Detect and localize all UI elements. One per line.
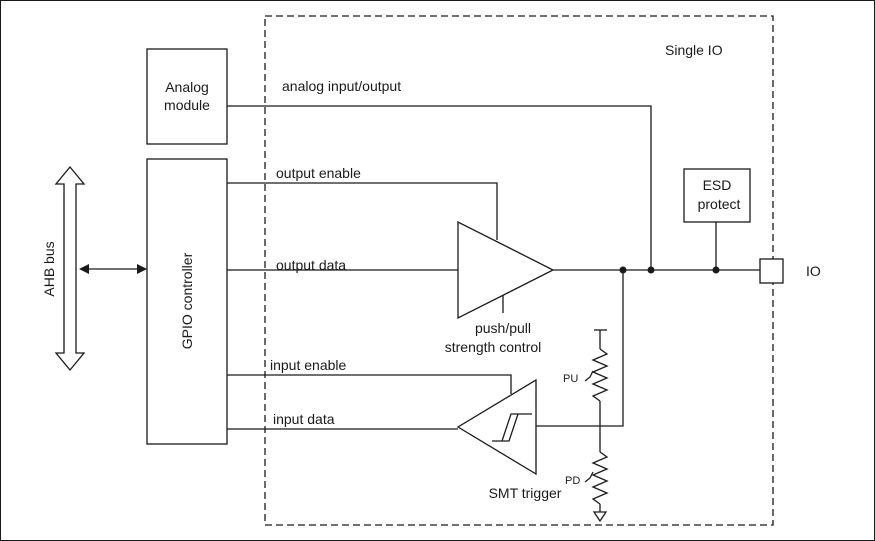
pull-down-resistor [584,426,609,523]
schmitt-trigger [456,378,537,476]
io-pin-label: IO [806,263,821,279]
input-data-label: input data [273,411,335,427]
io-pin [759,258,784,284]
output-enable-label: output enable [276,165,361,181]
gpio-controller-box [146,158,228,445]
output-buffer [457,220,555,320]
pull-up-resistor [584,329,609,426]
push-pull-caption: push/pull [475,320,531,336]
analog-io-line [227,105,652,270]
hysteresis-icon [492,413,532,442]
input-tap-line [536,270,624,427]
gpio-controller-label: GPIO controller [179,252,195,349]
ahb-bus-label: AHB bus [41,241,57,296]
pull-down-label: PD [565,475,580,487]
ahb-gpio-link [79,264,147,274]
single-io-title: Single IO [665,42,723,58]
strength-control-caption: strength control [445,339,542,355]
analog-io-label: analog input/output [282,78,401,94]
ahb-bus-arrow [54,165,86,372]
esd-line2: protect [698,196,741,212]
esd-protect-box [683,168,751,223]
pull-up-label: PU [563,373,578,385]
smt-trigger-caption: SMT trigger [489,485,562,501]
esd-line1: ESD [703,177,732,193]
output-enable-line [227,182,498,240]
analog-module-box [146,48,228,145]
analog-module-line2: module [164,97,210,113]
input-enable-label: input enable [270,357,347,373]
analog-module-line1: Analog [165,79,209,95]
input-enable-line [227,374,512,394]
junction-analog [647,266,655,274]
output-data-label: output data [276,257,346,273]
